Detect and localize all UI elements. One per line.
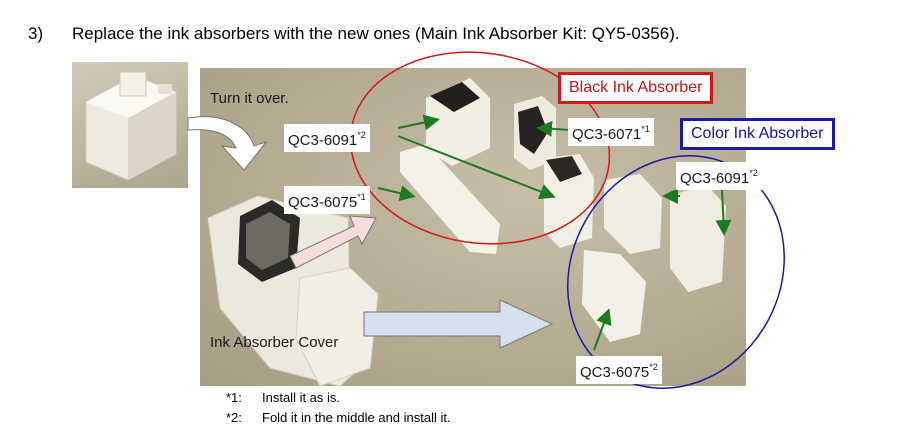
footnote-2: *2:Fold it in the middle and install it. [226,410,451,425]
color-ink-absorber-title: Color Ink Absorber [680,118,835,150]
label-qc3-6071-black: QC3-6071*1 [568,118,654,146]
label-qc3-6075-black: QC3-6075*1 [284,186,370,214]
printer-part-photo [72,62,188,188]
label-qc3-6091-color: QC3-6091*2 [676,162,762,190]
footnote-1: *1:Install it as is. [226,390,341,405]
step-heading: 3) Replace the ink absorbers with the new… [28,24,680,44]
turn-over-label: Turn it over. [210,90,289,107]
label-qc3-6075-color: QC3-6075*2 [576,356,662,384]
ink-absorber-cover-label: Ink Absorber Cover [210,334,339,351]
step-number: 3) [28,24,44,43]
footnotes: *1:Install it as is. *2:Fold it in the m… [226,388,451,428]
step-text: Replace the ink absorbers with the new o… [72,24,680,43]
black-ink-absorber-title: Black Ink Absorber [558,72,714,104]
label-qc3-6091-black: QC3-6091*2 [284,124,370,152]
